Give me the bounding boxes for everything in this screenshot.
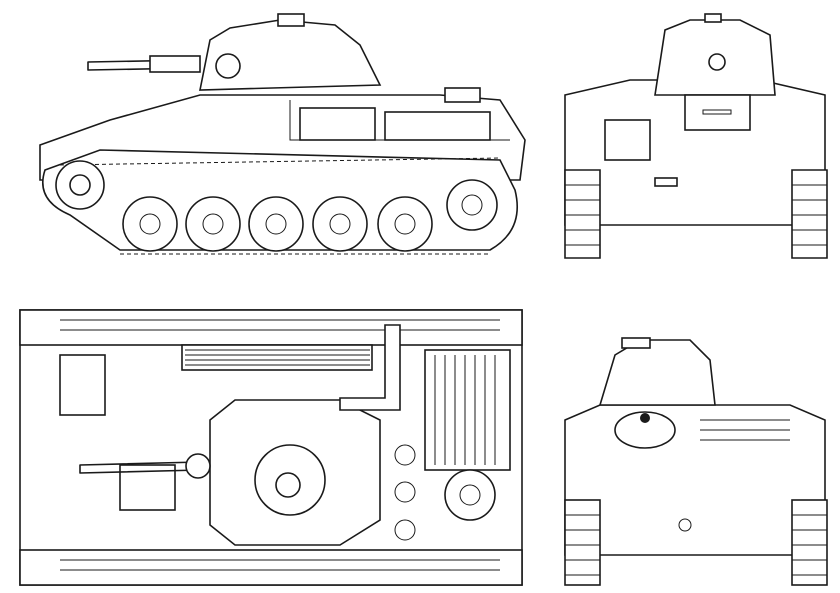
hull-rear [564,404,826,556]
road-wheel [248,196,304,252]
periscope [275,472,301,498]
side-view [39,13,526,255]
turret-hatch [704,13,722,23]
rear-grille [700,419,790,441]
road-wheel [312,196,368,252]
front-view [564,13,828,259]
track-links [565,514,827,576]
headlight [654,177,678,187]
gun-slot [702,109,732,115]
radiator-grille [424,349,511,471]
rear-view [564,337,828,586]
road-wheel [122,196,178,252]
turret-hatch [621,337,651,349]
gun-mantlet [185,453,211,479]
turret-hatch [277,13,305,27]
sprocket-hub [69,174,91,196]
right-track [791,169,828,259]
stowage-box [384,111,491,141]
mantlet [684,94,751,131]
gun-mantlet [149,55,201,73]
gun-muzzle [708,53,726,71]
left-track [564,169,601,259]
road-wheel [185,196,241,252]
idler-wheel [446,179,498,231]
track-teeth [59,157,501,166]
turret-vision-port [215,53,241,79]
road-wheels [122,179,498,252]
stowage-box [299,107,376,141]
road-wheel [377,196,433,252]
driver-hatch [604,119,651,161]
right-track [791,499,828,586]
tow-hook [678,518,692,532]
top-view [19,309,523,586]
spare-wheel [614,411,676,449]
exhaust-pipe [339,324,401,411]
left-track [564,499,601,586]
turret-rear [598,339,716,406]
left-fender [19,309,523,346]
fuel-cap [444,469,496,521]
right-fender [19,549,523,586]
engine-grille [181,344,373,371]
rear-hatch [59,354,106,416]
engine-cap [444,87,481,103]
turret [199,19,382,91]
track-links [565,184,827,246]
fender-lines [60,319,500,571]
